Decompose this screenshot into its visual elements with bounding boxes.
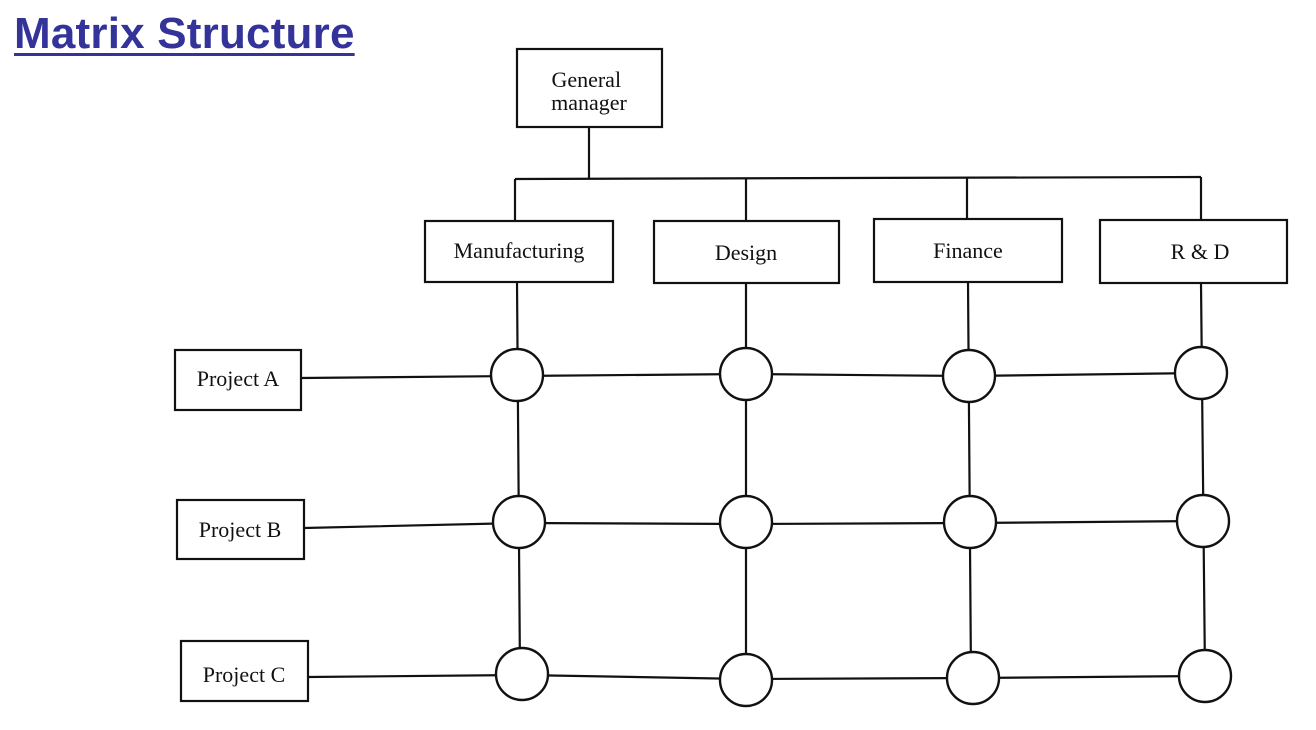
general-manager-label-line-1: General <box>551 67 621 92</box>
department-design-label: Design <box>715 240 777 265</box>
general-manager-label-line-2: manager <box>551 90 627 115</box>
node-project-c-rnd <box>1177 648 1233 704</box>
node-project-b-rnd <box>1175 493 1231 549</box>
page-title: Matrix Structure <box>14 9 355 58</box>
node-project-c-design <box>718 652 774 708</box>
connectors <box>300 127 1207 681</box>
project-c-box: Project C <box>179 639 310 703</box>
general-manager-label: General manager <box>551 67 627 115</box>
department-manufacturing-box: Manufacturing <box>423 219 615 284</box>
node-project-a-rnd <box>1173 345 1229 401</box>
node-project-c-manufacturing <box>494 646 550 702</box>
node-project-a-manufacturing <box>489 347 545 403</box>
project-c-label: Project C <box>203 662 286 687</box>
project-b-label: Project B <box>199 517 282 542</box>
node-project-a-design <box>718 346 774 402</box>
manufacturing-column-line <box>515 281 522 676</box>
matrix-nodes <box>489 345 1233 708</box>
department-bus-line <box>514 175 1202 181</box>
department-manufacturing-label: Manufacturing <box>454 238 585 263</box>
project-a-box: Project A <box>173 348 303 412</box>
node-project-b-finance <box>942 494 998 550</box>
node-project-c-finance <box>945 650 1001 706</box>
project-b-box: Project B <box>175 498 306 561</box>
node-project-b-manufacturing <box>491 494 547 550</box>
rnd-column-line <box>1199 282 1207 676</box>
general-manager-box: General manager <box>515 47 664 129</box>
department-design-box: Design <box>652 219 841 285</box>
finance-column-line <box>966 281 973 678</box>
department-finance-box: Finance <box>872 217 1064 284</box>
department-finance-label: Finance <box>933 238 1003 263</box>
node-project-b-design <box>718 494 774 550</box>
node-project-a-finance <box>941 348 997 404</box>
department-rnd-label: R & D <box>1171 239 1230 264</box>
project-a-label: Project A <box>197 366 280 391</box>
department-rnd-box: R & D <box>1098 218 1289 285</box>
